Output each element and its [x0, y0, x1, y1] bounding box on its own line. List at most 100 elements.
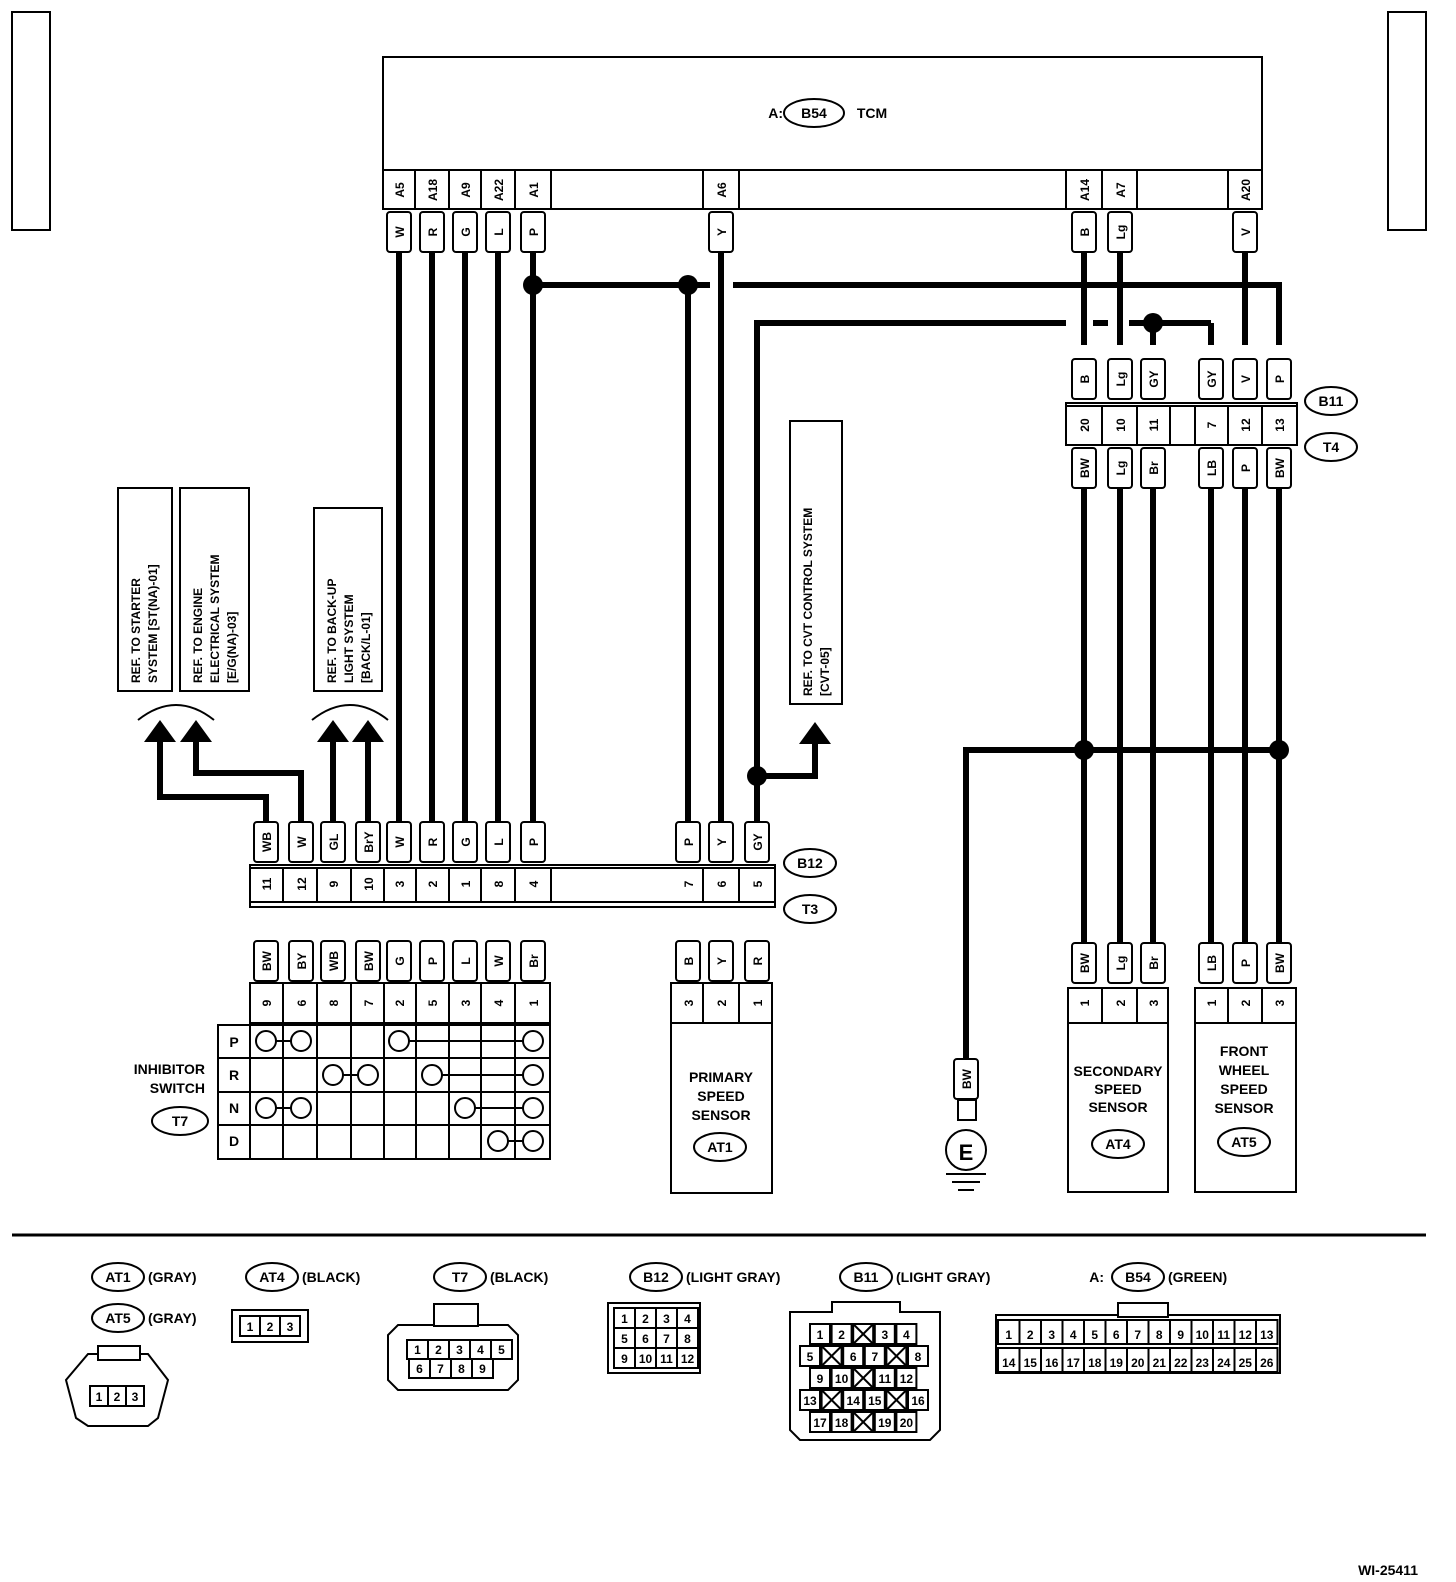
b12-bottom-wire-6: [452, 940, 478, 982]
legend-t7-pin-8: 8: [458, 1362, 465, 1376]
legend-b11-x: [820, 1345, 843, 1367]
b11-top-wire-2-label: GY: [1147, 370, 1161, 387]
b12-bottom-wire-0: [253, 940, 279, 982]
secondary-connector: [1091, 1129, 1145, 1159]
front-pin-2: 3: [1273, 999, 1287, 1006]
legend-b11-color: (LIGHT GRAY): [896, 1269, 990, 1285]
b11-label: [1304, 386, 1358, 416]
tcm-connector-code: [783, 98, 845, 128]
contact-ring: [421, 1064, 443, 1086]
legend-b11-cell: [809, 1323, 831, 1345]
legend-b54-pin-2: 2: [1027, 1328, 1034, 1342]
legend-b54-pin-14: 14: [1002, 1356, 1016, 1370]
secondary-line-1: SPEED: [1094, 1081, 1141, 1097]
inhibitor-pos-P: P: [229, 1034, 238, 1050]
contact-ring: [357, 1064, 379, 1086]
b12-top-wire-4-label: W: [393, 836, 407, 848]
t3-label: [783, 894, 837, 924]
b12-pin-12: 12: [295, 877, 309, 891]
legend-b54-latch: [1117, 1302, 1169, 1318]
b12-bottom-wire-5: [419, 940, 445, 982]
b12-top-wire-11: [744, 821, 770, 863]
legend-b11-cell: [895, 1367, 918, 1389]
primary-line-2: SENSOR: [691, 1107, 750, 1123]
b12-pin-6: 6: [715, 880, 729, 887]
legend-at1-label: AT1: [105, 1269, 131, 1285]
legend-b54-pin-7: 7: [1134, 1328, 1141, 1342]
legend-b11-cell: [842, 1345, 865, 1367]
legend-b54-pin-5: 5: [1091, 1328, 1098, 1342]
inhibitor-pin-4: 4: [492, 999, 506, 1006]
legend-t7-color: (BLACK): [490, 1269, 548, 1285]
legend-b12-pin-4: 4: [684, 1312, 691, 1326]
legend-b54-pin-23: 23: [1196, 1356, 1210, 1370]
legend-b11-cell: [830, 1367, 853, 1389]
b12-connector: [249, 864, 776, 908]
b12-top-wire-5: [419, 821, 445, 863]
inhibitor-pin-8: 8: [327, 999, 341, 1006]
b12-bottom-wire-0-label: BW: [260, 950, 274, 971]
w-to-engine: [193, 742, 304, 822]
legend-b11-cell: [873, 1367, 896, 1389]
ref-backup-line-2: [BACK/L-01]: [359, 612, 373, 683]
tcm-pin-A1: A1: [527, 182, 541, 198]
b12-bottom-wire-8-label: Br: [527, 954, 541, 968]
legend-b12-pin-1: 1: [621, 1312, 628, 1326]
legend-at-pin-1: 1: [96, 1390, 103, 1404]
legend-b11-cell: [842, 1389, 865, 1411]
ref-engine-line-2: [E/G(NA)-03]: [225, 612, 239, 683]
legend-b11-pin: 14: [847, 1394, 861, 1408]
legend-at5: [91, 1303, 145, 1333]
tcm-wire-tag-A7-label: Lg: [1114, 225, 1128, 240]
legend-b11-pin: 20: [900, 1416, 914, 1430]
t4-label: [1304, 432, 1358, 462]
b12-top-wire-8: [520, 821, 546, 863]
primary-line-1: SPEED: [697, 1088, 744, 1104]
tcm-prefix: A:: [768, 105, 783, 121]
tcm-wire-tag-A6-label: Y: [715, 228, 729, 236]
b12-pin-10: 10: [362, 877, 376, 891]
front-wire-0-label: LB: [1205, 955, 1219, 971]
legend-b54-pin-16: 16: [1045, 1356, 1059, 1370]
primary-connector-label: AT1: [707, 1139, 733, 1155]
legend-t7-pin-3: 3: [456, 1343, 463, 1357]
legend-at-latch: [97, 1345, 141, 1361]
legend-t7-pin-6: 6: [416, 1362, 423, 1376]
b12-top-wire-1-label: W: [295, 836, 309, 848]
b12-top-wire-3: [355, 821, 381, 863]
legend-b54-cell: [1255, 1347, 1279, 1373]
legend-b54-pin-22: 22: [1174, 1356, 1188, 1370]
legend-b54-pin-4: 4: [1070, 1328, 1077, 1342]
legend-at1: [91, 1262, 145, 1292]
contact-ring: [487, 1130, 509, 1152]
b12-bottom-wire-3: [355, 940, 381, 982]
b11-top-wire-5-label: P: [1273, 375, 1287, 383]
b12-top-wire-9: [675, 821, 701, 863]
inhibitor-title-0: INHIBITOR: [134, 1061, 205, 1077]
legend-at5-color: (GRAY): [148, 1310, 197, 1326]
secondary-wire-0-label: BW: [1078, 952, 1092, 973]
legend-b11-label: B11: [854, 1269, 879, 1285]
b11-top-wire-1: [1107, 358, 1133, 400]
tcm-pin-A5: A5: [393, 182, 407, 198]
legend-b54: [1111, 1262, 1165, 1292]
legend-b54-pin-17: 17: [1067, 1356, 1081, 1370]
b12-bottom-wire-11-label: R: [751, 956, 765, 965]
legend-b12-pin-3: 3: [663, 1312, 670, 1326]
legend-b11-cell: [830, 1323, 853, 1345]
ref-cvt: [789, 420, 843, 705]
contact-ring: [290, 1030, 312, 1052]
ref-engine-line-1: ELECTRICAL SYSTEM: [208, 555, 222, 683]
inhibitor-pos-R: R: [229, 1067, 239, 1083]
legend-b54-pin-21: 21: [1153, 1356, 1167, 1370]
legend-b11-cell: [863, 1345, 886, 1367]
b12-top-wire-8-label: P: [527, 838, 541, 846]
b12-bottom-wire-1-label: BY: [295, 953, 309, 970]
front-pin-1: 2: [1239, 999, 1253, 1006]
tcm-wire-tag-A14-label: B: [1078, 227, 1092, 236]
legend-b11-pin: 3: [881, 1328, 888, 1342]
gy-bus-left: [754, 320, 1066, 822]
inhibitor-pos-N: N: [229, 1100, 239, 1116]
b11-top-wire-2: [1140, 358, 1166, 400]
ref-starter-line-1: SYSTEM [ST(NA)-01]: [146, 564, 160, 683]
